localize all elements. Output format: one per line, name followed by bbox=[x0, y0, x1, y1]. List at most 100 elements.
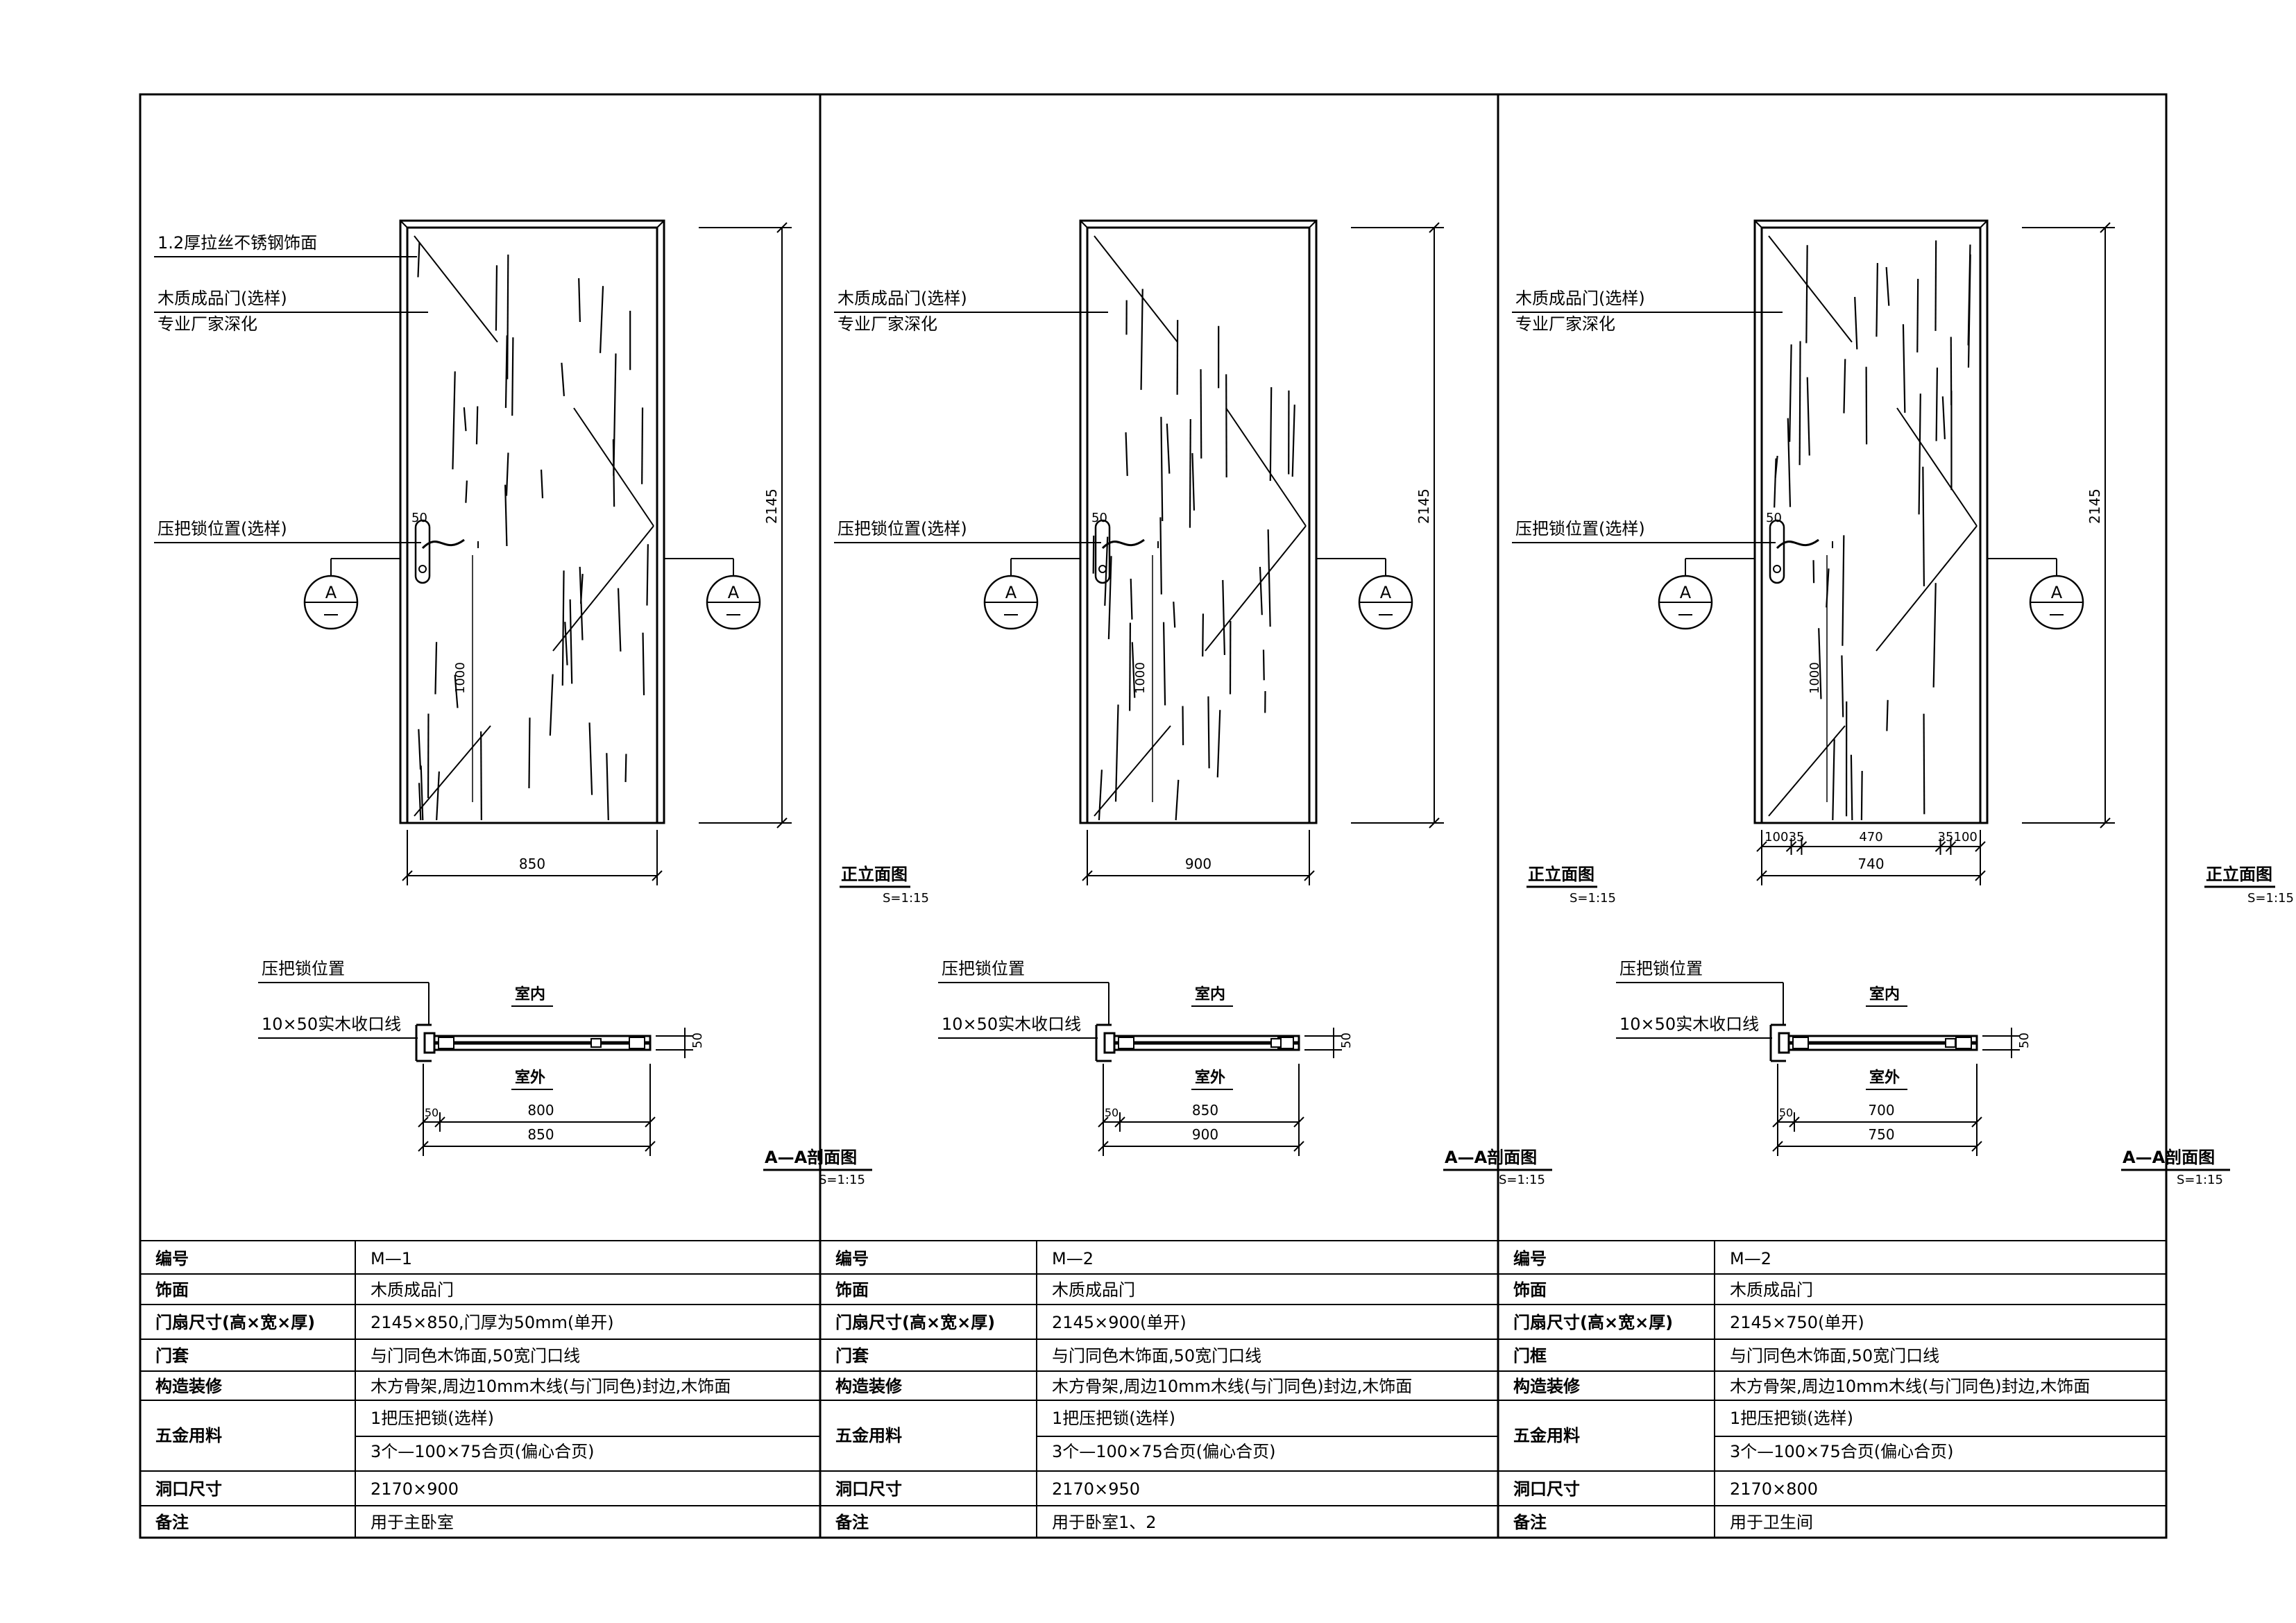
label-door: 木质成品门(选样) bbox=[1515, 289, 1645, 308]
section-lock-label: 压把锁位置 bbox=[942, 959, 1025, 978]
wood-grain bbox=[1902, 324, 1906, 413]
frame-corner bbox=[400, 220, 408, 228]
section-mark: A bbox=[1005, 583, 1017, 602]
swing-line bbox=[1225, 407, 1307, 527]
door-panel-m1: 1.2厚拉丝不锈钢饰面木质成品门(选样)专业厂家深化压把锁位置(选样)50100… bbox=[140, 219, 929, 1538]
wood-grain bbox=[1841, 655, 1844, 717]
table-value: M—2 bbox=[1730, 1249, 1771, 1268]
table-value: 木质成品门 bbox=[1730, 1280, 1813, 1300]
elevation-scale: S=1:15 bbox=[883, 891, 929, 906]
leaf-edge bbox=[1792, 1037, 1809, 1049]
dimension-tick bbox=[1429, 222, 1440, 233]
wood-grain bbox=[452, 371, 456, 470]
section-trim-label: 10×50实木收口线 bbox=[942, 1014, 1081, 1034]
table-label: 饰面 bbox=[155, 1280, 189, 1300]
wood-grain bbox=[1189, 418, 1191, 528]
table-value: 2145×850,门厚为50mm(单开) bbox=[371, 1313, 614, 1332]
section-title: A—A剖面图 bbox=[2123, 1148, 2215, 1167]
wood-grain bbox=[1832, 739, 1835, 821]
wood-grain bbox=[624, 754, 627, 783]
wood-grain bbox=[504, 335, 508, 408]
wood-grain bbox=[1267, 529, 1271, 627]
wood-grain bbox=[579, 566, 584, 640]
wood-grain bbox=[1774, 455, 1778, 478]
wood-grain bbox=[1159, 517, 1162, 595]
wood-grain bbox=[569, 599, 573, 684]
wood-grain bbox=[1200, 369, 1202, 459]
swing-line bbox=[414, 235, 498, 343]
dimension-tick bbox=[1098, 1116, 1109, 1128]
leaf-block bbox=[590, 1038, 602, 1048]
wood-grain bbox=[1934, 240, 1937, 331]
height-label: 2145 bbox=[1415, 488, 1432, 524]
edge-label: 50 bbox=[425, 1106, 439, 1119]
door-leaf bbox=[1086, 226, 1311, 824]
dimension-tick bbox=[418, 1116, 429, 1128]
wood-grain bbox=[612, 439, 615, 507]
dimension-tick bbox=[1304, 870, 1315, 881]
trim-section bbox=[423, 1032, 436, 1054]
width-label: 900 bbox=[1185, 856, 1211, 872]
dimension-tick bbox=[776, 222, 788, 233]
frame-corner bbox=[656, 220, 665, 228]
thickness-label: 50 bbox=[1339, 1033, 1354, 1048]
handle-offset-label: 50 bbox=[411, 511, 427, 525]
inside-label: 室内 bbox=[515, 985, 545, 1003]
dimension-tick bbox=[1971, 1116, 1982, 1128]
wood-grain bbox=[480, 731, 482, 821]
table-label: 饰面 bbox=[835, 1280, 869, 1300]
dimension-tick bbox=[1293, 1116, 1304, 1128]
width-label: 850 bbox=[519, 856, 545, 872]
frame-corner bbox=[1980, 220, 1988, 228]
lever-handle-icon bbox=[421, 538, 465, 550]
section-mark: A bbox=[1680, 583, 1692, 602]
wood-grain bbox=[1182, 706, 1184, 745]
table-label: 备注 bbox=[1513, 1513, 1547, 1532]
label-lock: 压把锁位置(选样) bbox=[158, 519, 287, 538]
wood-grain bbox=[1125, 432, 1128, 476]
swing-line bbox=[1768, 235, 1853, 343]
section-scale: S=1:15 bbox=[2177, 1173, 2223, 1187]
dimension-tick bbox=[1772, 1116, 1783, 1128]
section-trim-label: 10×50实木收口线 bbox=[1619, 1014, 1759, 1034]
sub-dimension-label: 470 bbox=[1859, 830, 1882, 844]
wood-grain bbox=[1922, 466, 1925, 586]
table-value: 2170×800 bbox=[1730, 1479, 1818, 1499]
wood-grain bbox=[1850, 754, 1853, 821]
dimension-tick bbox=[652, 870, 663, 881]
wood-grain bbox=[1130, 578, 1133, 620]
dimension-tick bbox=[2100, 817, 2111, 829]
swing-line bbox=[1768, 725, 1846, 817]
inner-width-label: 850 bbox=[1192, 1102, 1218, 1119]
door-frame bbox=[1079, 219, 1318, 824]
door-frame bbox=[399, 219, 665, 824]
wood-grain bbox=[511, 337, 514, 416]
outside-label: 室外 bbox=[1195, 1069, 1225, 1087]
table-value: 2145×900(单开) bbox=[1052, 1313, 1187, 1332]
table-value: 木质成品门 bbox=[1052, 1280, 1135, 1300]
swing-line bbox=[1876, 525, 1978, 652]
dimension-tick bbox=[1975, 841, 1986, 852]
wood-grain bbox=[1932, 583, 1937, 688]
jamb-section bbox=[1769, 1023, 1786, 1062]
elevation-title: 正立面图 bbox=[1528, 865, 1595, 884]
outside-label: 室外 bbox=[1869, 1069, 1900, 1087]
thickness-label: 50 bbox=[2017, 1033, 2032, 1048]
label-door-sub: 专业厂家深化 bbox=[837, 314, 937, 334]
dimension-tick bbox=[418, 1141, 429, 1152]
wood-grain bbox=[641, 407, 644, 484]
elevation-title: 正立面图 bbox=[841, 865, 908, 884]
wood-grain bbox=[1806, 377, 1810, 456]
table-value: 2145×750(单开) bbox=[1730, 1313, 1864, 1332]
dimension-tick bbox=[1082, 870, 1093, 881]
table-value: M—1 bbox=[371, 1249, 412, 1268]
door-leaf bbox=[406, 226, 658, 824]
wood-grain bbox=[1798, 341, 1801, 466]
frame-corner bbox=[1754, 220, 1762, 228]
swing-line bbox=[552, 525, 654, 652]
outer-width-label: 850 bbox=[527, 1126, 554, 1143]
wood-grain bbox=[1202, 613, 1205, 657]
edge-label: 50 bbox=[1105, 1106, 1119, 1119]
wood-grain bbox=[561, 362, 565, 396]
swing-line bbox=[1205, 525, 1307, 652]
